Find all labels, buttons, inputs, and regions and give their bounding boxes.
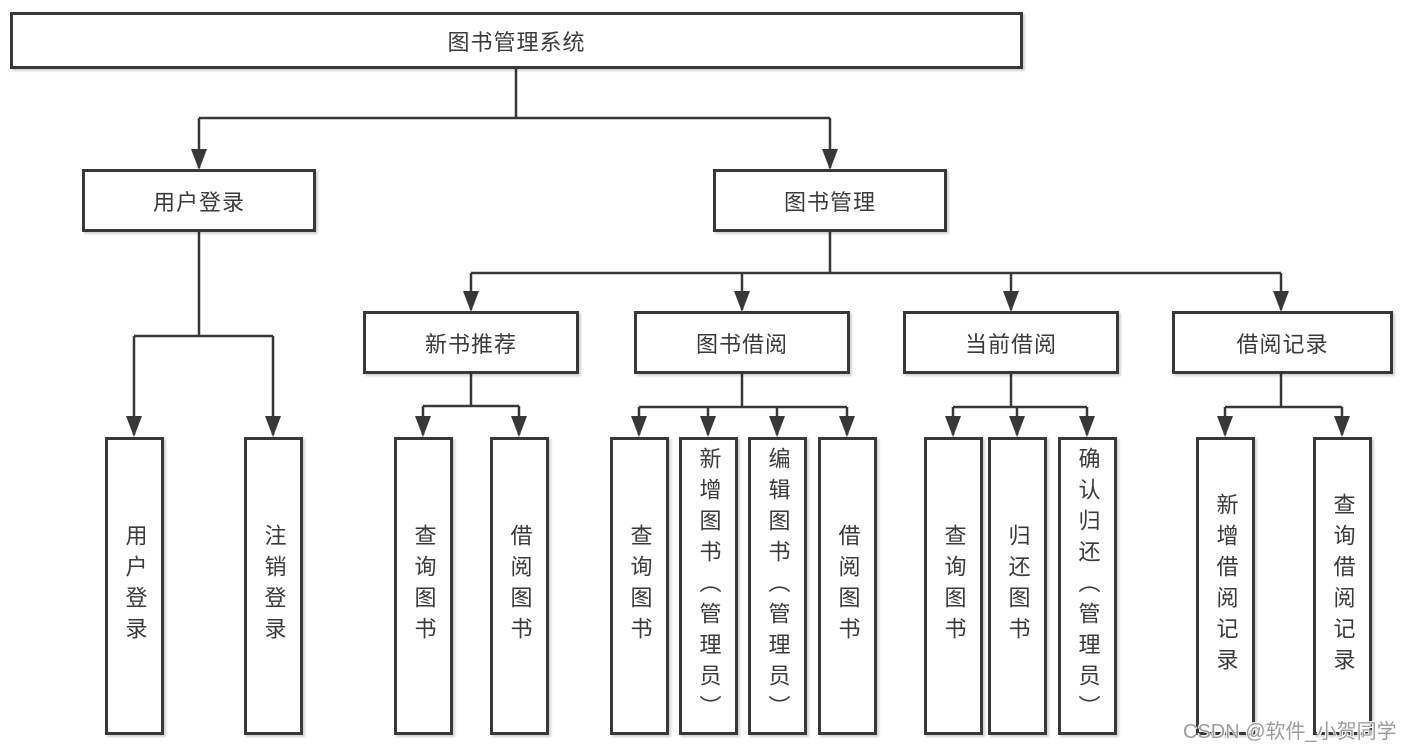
leaf-cb-confirm-return: 确认归还（管理员） [1058,437,1117,735]
node-borrow-records-label: 借阅记录 [1236,331,1329,357]
leaf-cb-query-book-label: 查询图书 [941,524,967,648]
node-book-mgmt: 图书管理 [713,169,947,232]
node-new-book-rec-label: 新书推荐 [424,331,517,357]
leaf-cb-query-book: 查询图书 [924,437,983,735]
leaf-bb-edit-book: 编辑图书（管理员） [748,437,807,735]
leaf-bb-borrow-book-label: 借阅图书 [835,524,861,648]
leaf-rec-query-book-label: 查询图书 [411,524,437,648]
leaf-user-login-label: 用户登录 [122,524,148,648]
node-borrow-records: 借阅记录 [1172,311,1393,374]
node-current-borrow-label: 当前借阅 [964,331,1057,357]
node-user-login-label: 用户登录 [152,189,245,215]
leaf-br-query-record: 查询借阅记录 [1313,437,1372,735]
node-book-borrow-label: 图书借阅 [695,331,788,357]
leaf-bb-edit-book-label: 编辑图书（管理员） [765,446,791,726]
leaf-user-login: 用户登录 [105,437,164,735]
leaf-logout-label: 注销登录 [261,524,287,648]
leaf-logout: 注销登录 [244,437,303,735]
leaf-rec-query-book: 查询图书 [394,437,453,735]
leaf-bb-borrow-book: 借阅图书 [818,437,877,735]
leaf-cb-return-book: 归还图书 [988,437,1047,735]
leaf-bb-query-book: 查询图书 [610,437,669,735]
leaf-bb-add-book-label: 新增图书（管理员） [696,446,722,726]
leaf-rec-borrow-book: 借阅图书 [490,437,549,735]
leaf-br-add-record-label: 新增借阅记录 [1213,493,1239,679]
leaf-bb-query-book-label: 查询图书 [627,524,653,648]
leaf-br-add-record: 新增借阅记录 [1196,437,1255,735]
watermark: CSDN @软件_小贺同学 [1183,721,1397,743]
node-new-book-rec: 新书推荐 [363,311,579,374]
node-book-mgmt-label: 图书管理 [783,189,876,215]
node-root: 图书管理系统 [10,12,1023,69]
leaf-cb-return-book-label: 归还图书 [1005,524,1031,648]
leaf-bb-add-book: 新增图书（管理员） [679,437,738,735]
leaf-cb-confirm-return-label: 确认归还（管理员） [1075,446,1101,726]
node-book-borrow: 图书借阅 [634,311,850,374]
leaf-br-query-record-label: 查询借阅记录 [1330,493,1356,679]
node-current-borrow: 当前借阅 [903,311,1119,374]
node-root-label: 图书管理系统 [447,29,586,55]
leaf-rec-borrow-book-label: 借阅图书 [507,524,533,648]
node-user-login: 用户登录 [82,169,316,232]
